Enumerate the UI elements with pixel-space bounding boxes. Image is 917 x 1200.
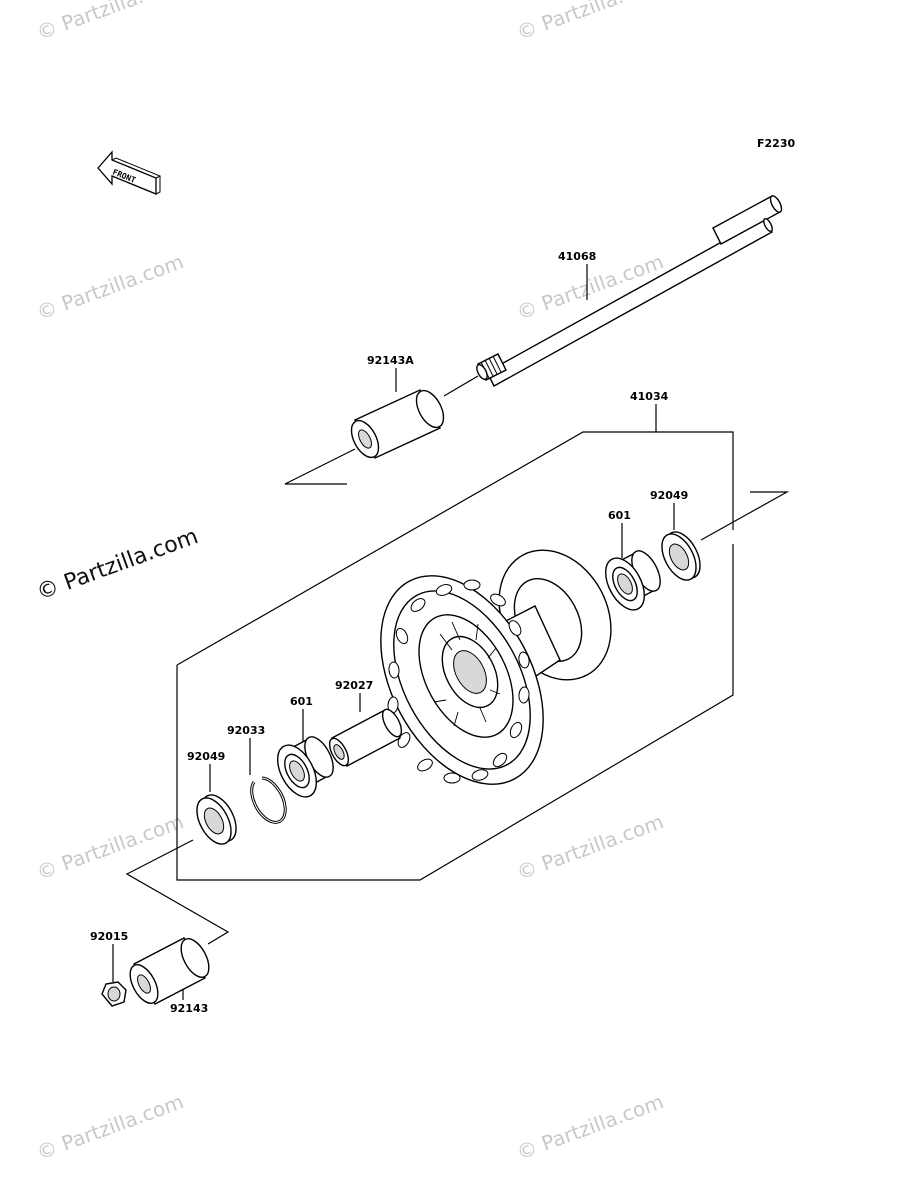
part-label-92049-left: 92049 (187, 750, 225, 763)
watermark-text: © Partzilla.com (34, 249, 187, 324)
nut (101, 981, 127, 1007)
watermark-text: © Partzilla.com (34, 1089, 187, 1164)
part-label-92015: 92015 (90, 930, 128, 943)
part-labels: 41068 92143A 41034 92049 601 92027 601 9… (90, 250, 688, 1015)
watermark-text: © Partzilla.com (34, 809, 187, 884)
watermark-text: © Partzilla.com (34, 0, 187, 45)
bearing-right (605, 550, 661, 611)
axle (476, 195, 783, 387)
part-label-92143: 92143 (170, 1002, 208, 1015)
seal-left (196, 794, 237, 845)
collar-right (350, 389, 445, 459)
front-arrow-icon: FRONT (97, 150, 162, 195)
part-label-92033: 92033 (227, 724, 265, 737)
sleeve (328, 708, 403, 767)
part-label-41034: 41034 (630, 390, 669, 403)
part-label-41068: 41068 (558, 250, 596, 263)
watermark-text: © Partzilla.com (514, 809, 667, 884)
watermark-text: © Partzilla.com (34, 524, 202, 606)
circlip (250, 776, 287, 824)
part-label-92027: 92027 (335, 679, 373, 692)
watermark-text: © Partzilla.com (514, 0, 667, 45)
collar-left (129, 937, 210, 1005)
part-label-601-right: 601 (608, 509, 631, 522)
bearing-left (277, 736, 334, 798)
part-label-92143a: 92143A (367, 354, 414, 367)
seal-right (661, 531, 701, 581)
wheel-hub (380, 549, 612, 785)
diagram-code: F2230 (757, 137, 795, 150)
part-label-92049-right: 92049 (650, 489, 688, 502)
leader-lines (112, 264, 790, 1000)
part-label-601-left: 601 (290, 695, 313, 708)
watermark-text: © Partzilla.com (514, 1089, 667, 1164)
